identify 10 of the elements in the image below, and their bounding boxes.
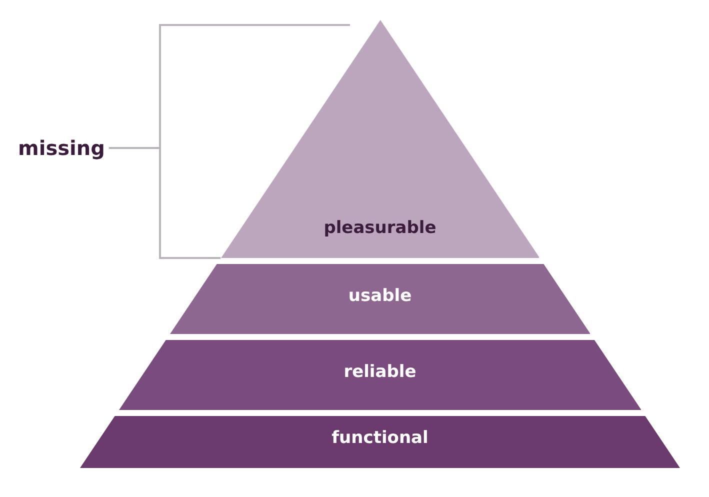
layer-label: functional bbox=[330, 428, 430, 448]
pyramid-top-triangle bbox=[220, 20, 540, 258]
pyramid-layer bbox=[170, 264, 590, 334]
layer-label: pleasurable bbox=[322, 218, 438, 238]
pyramid-layer bbox=[80, 416, 680, 468]
pyramid-layer bbox=[118, 340, 642, 410]
layer-label: usable bbox=[347, 286, 413, 306]
annotation-label: missing bbox=[18, 136, 105, 160]
leader-line bbox=[108, 147, 221, 259]
layer-label: reliable bbox=[342, 362, 418, 382]
